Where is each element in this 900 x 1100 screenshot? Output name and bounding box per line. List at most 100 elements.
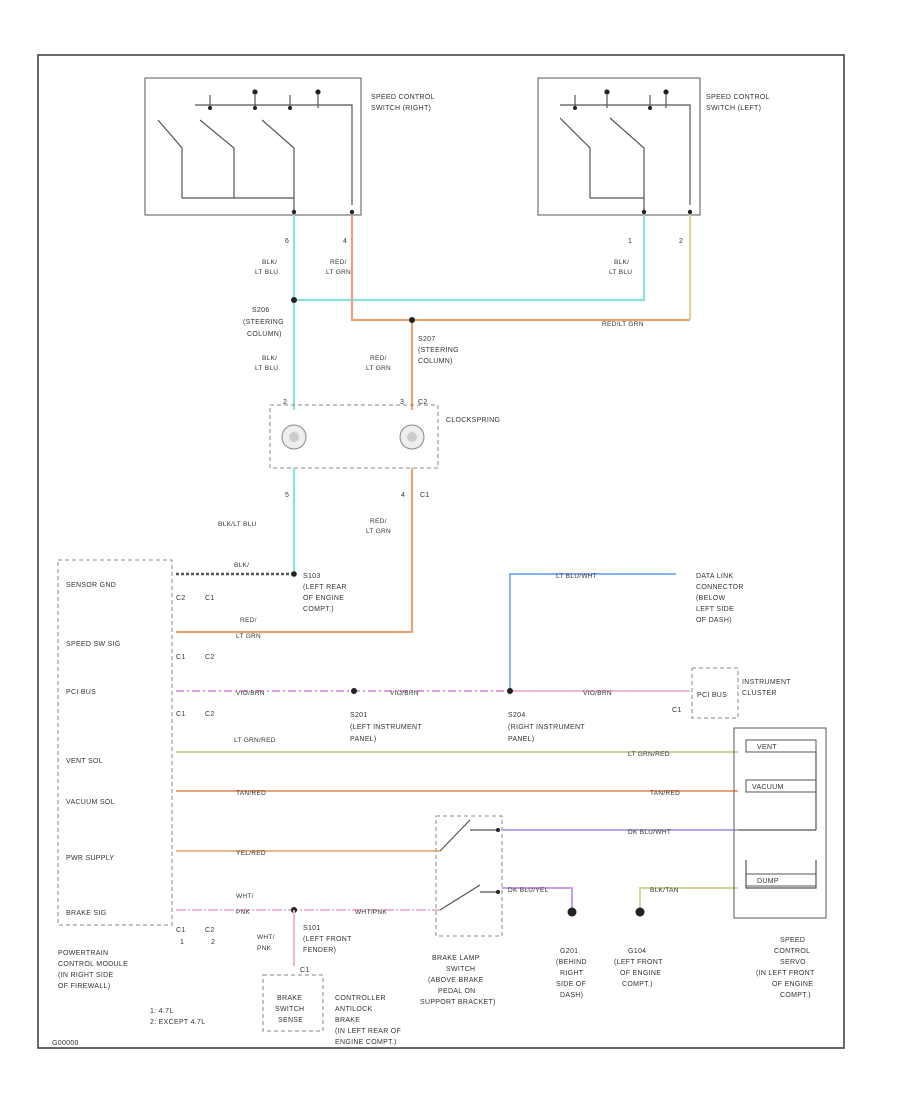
wire-label-vent-2: LT GRN/RED [628, 751, 670, 758]
g104-label-3: OF ENGINE [620, 970, 661, 977]
g201-label-5: DASH) [560, 992, 583, 999]
brake-sense-conn: C1 [300, 967, 310, 974]
wire-label-tan-red-2: TAN/RED [650, 790, 680, 797]
dlc-label-5: OF DASH) [696, 617, 732, 624]
splice-s101-1: S101 [303, 925, 321, 932]
pcm-conn-c2-a: C2 [176, 595, 186, 602]
splice-s101-3: FENDER) [303, 947, 336, 954]
pcm-conn-c1-d: C1 [176, 927, 186, 934]
wire-label-vent-1: LT GRN/RED [234, 737, 276, 744]
splice-s103-2: (LEFT REAR [303, 584, 347, 591]
ground-g201-dot [567, 907, 577, 917]
servo-label-1: SPEED [780, 937, 805, 944]
wire-label-wht-pnk-v2: PNK [257, 945, 272, 952]
wire-label-tan-red: TAN/RED [236, 790, 266, 797]
brake-switch-label-3: (ABOVE BRAKE [428, 977, 484, 984]
pcm-label-3: (IN RIGHT SIDE [58, 972, 113, 979]
wire-label-red-lt-grn-mid-2: LT GRN [366, 365, 391, 372]
switch-left-pin-2: 2 [679, 238, 683, 245]
svg-text:RED/LT GRN: RED/LT GRN [326, 259, 351, 276]
splice-s207-1: S207 [418, 336, 436, 343]
splice-s206-3: COLUMN) [247, 331, 282, 338]
footer-code: G00000 [52, 1040, 79, 1047]
switch-left-pin-1: 1 [628, 238, 632, 245]
g201-label-1: G201 [560, 948, 578, 955]
cluster-label-1: INSTRUMENT [742, 679, 791, 686]
wire-label-dk-blu-yel: DK BLU/YEL [508, 887, 549, 894]
servo-label-3: SERVO [780, 959, 806, 966]
pcm-conn-c1-c: C1 [176, 711, 186, 718]
brake-switch-label-2: SWITCH [446, 966, 475, 973]
splice-s201-1: S201 [350, 712, 368, 719]
wire-label-wht-pnk-2: PNK [236, 909, 251, 916]
wire-label-red-lt-grn-low-1: RED/ [370, 518, 387, 525]
wires-upper: BLK/LT BLU RED/LT GRN BLK/LT BLU RED/LT … [243, 215, 692, 410]
wire-label-left-blk-2: LT BLU [609, 269, 632, 276]
pcm-conn-c1-b: C1 [176, 654, 186, 661]
wire-label-blk-lt-blu-2: LT BLU [255, 269, 278, 276]
splice-s204-3: PANEL) [508, 736, 535, 743]
svg-text:RED/LT GRN: RED/LT GRN [366, 355, 391, 372]
brake-sense-label-2: ANTILOCK [335, 1006, 372, 1013]
wire-label-wht-pnk-1: WHT/ [236, 893, 254, 900]
wire-label-red-lt-grn-1: RED/ [330, 259, 347, 266]
splice-s103-1: S103 [303, 573, 321, 580]
pcm-label-1: POWERTRAIN [58, 950, 108, 957]
svg-text:WHT/PNK: WHT/PNK [257, 934, 275, 952]
wire-label-speed-red-1: RED/ [240, 617, 257, 624]
wire-blk-tan [639, 887, 738, 910]
switch-right-pin-6: 6 [285, 238, 289, 245]
clockspring-pin-4: 4 [401, 492, 405, 499]
svg-text:RED/LT GRN: RED/LT GRN [236, 617, 261, 640]
dlc-label-2: CONNECTOR [696, 584, 744, 591]
dlc-label-1: DATA LINK [696, 573, 733, 580]
pcm-row-vacuum-sol: VACUUM SOL [66, 799, 115, 806]
pcm-note-2: 2: EXCEPT 4.7L [150, 1019, 205, 1026]
dlc-label-3: (BELOW [696, 595, 726, 602]
wire-label-lt-blu-wht: LT BLU/WHT [556, 573, 597, 580]
pcm-row-brake-sig: BRAKE SIG [66, 910, 106, 917]
g104-label-4: COMPT.) [622, 981, 653, 988]
g104-label-1: G104 [628, 948, 646, 955]
splice-s207-2: (STEERING [418, 347, 459, 354]
pcm-footnote-1: 1 [180, 939, 184, 946]
dlc-label-4: LEFT SIDE [696, 606, 734, 613]
clockspring-label: CLOCKSPRING [446, 417, 500, 424]
brake-sense-box-1: BRAKE [277, 995, 302, 1002]
pcm-label-4: OF FIREWALL) [58, 983, 110, 990]
clockspring-c1: C1 [420, 492, 430, 499]
brake-switch-label-5: SUPPORT BRACKET) [420, 999, 496, 1006]
wire-label-dk-blu-wht: DK BLU/WHT [628, 829, 671, 836]
clockspring-c2: C2 [418, 399, 428, 406]
splice-s206-dot [291, 297, 297, 303]
servo-label-6: COMPT.) [780, 992, 811, 999]
wire-label-blk-lt-blu-mid-2: LT BLU [255, 365, 278, 372]
pcm-label-2: CONTROL MODULE [58, 961, 128, 968]
svg-text:BLK/LT BLU: BLK/LT BLU [609, 259, 632, 276]
clockspring: CLOCKSPRING 2 3 C2 5 4 C1 [269, 399, 500, 499]
switch-left-title-2: SWITCH (LEFT) [706, 105, 761, 112]
svg-text:RED/LT GRN: RED/LT GRN [366, 518, 391, 535]
splice-s206-1: S206 [252, 307, 270, 314]
splice-s206-2: (STEERING [243, 319, 284, 326]
servo-label-2: CONTROL [774, 948, 810, 955]
splice-s204-dot [507, 688, 513, 694]
brake-sense-label-3: BRAKE [335, 1017, 360, 1024]
servo-dump: DUMP [757, 878, 779, 885]
servo-vent: VENT [757, 744, 777, 751]
splice-s201-2: (LEFT INSTRUMENT [350, 724, 422, 731]
